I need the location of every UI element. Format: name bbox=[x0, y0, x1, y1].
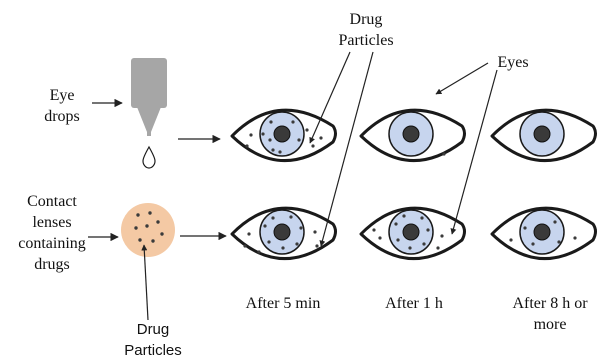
drug-particles-bottom-line2: Particles bbox=[124, 342, 182, 359]
time-label-5min: After 5 min bbox=[246, 295, 321, 312]
time-label-8h-line2: more bbox=[534, 316, 567, 333]
eye-drops-label-line1: Eye bbox=[50, 87, 75, 104]
drug-particles-top-line2: Particles bbox=[338, 32, 393, 49]
drop-icon bbox=[143, 147, 155, 168]
time-label-8h-line1: After 8 h or bbox=[512, 295, 588, 312]
eyes-pointer-2 bbox=[452, 70, 497, 234]
contact-label-line3: containing bbox=[18, 235, 86, 252]
eye-icon bbox=[232, 208, 336, 258]
eyes-pointer-1 bbox=[436, 63, 488, 94]
eye-icon bbox=[492, 208, 596, 258]
drug-particles-pointer-2 bbox=[321, 52, 373, 246]
contact-label-line4: drugs bbox=[34, 256, 70, 273]
dropper-icon bbox=[131, 58, 167, 136]
eye-drops-label-line2: drops bbox=[44, 108, 80, 125]
contact-lens-icon bbox=[121, 203, 175, 257]
contact-label-line2: lenses bbox=[32, 214, 71, 231]
time-label-1h: After 1 h bbox=[385, 295, 443, 312]
eyes-label: Eyes bbox=[497, 54, 528, 71]
eye-icon bbox=[361, 110, 465, 160]
drug-particles-bottom-line1: Drug bbox=[137, 321, 170, 338]
eye-icon bbox=[361, 208, 465, 258]
drug-particles-top-line1: Drug bbox=[350, 11, 383, 28]
contact-label-line1: Contact bbox=[27, 193, 77, 210]
eye-icon bbox=[492, 110, 596, 160]
eye-icon bbox=[232, 110, 336, 160]
